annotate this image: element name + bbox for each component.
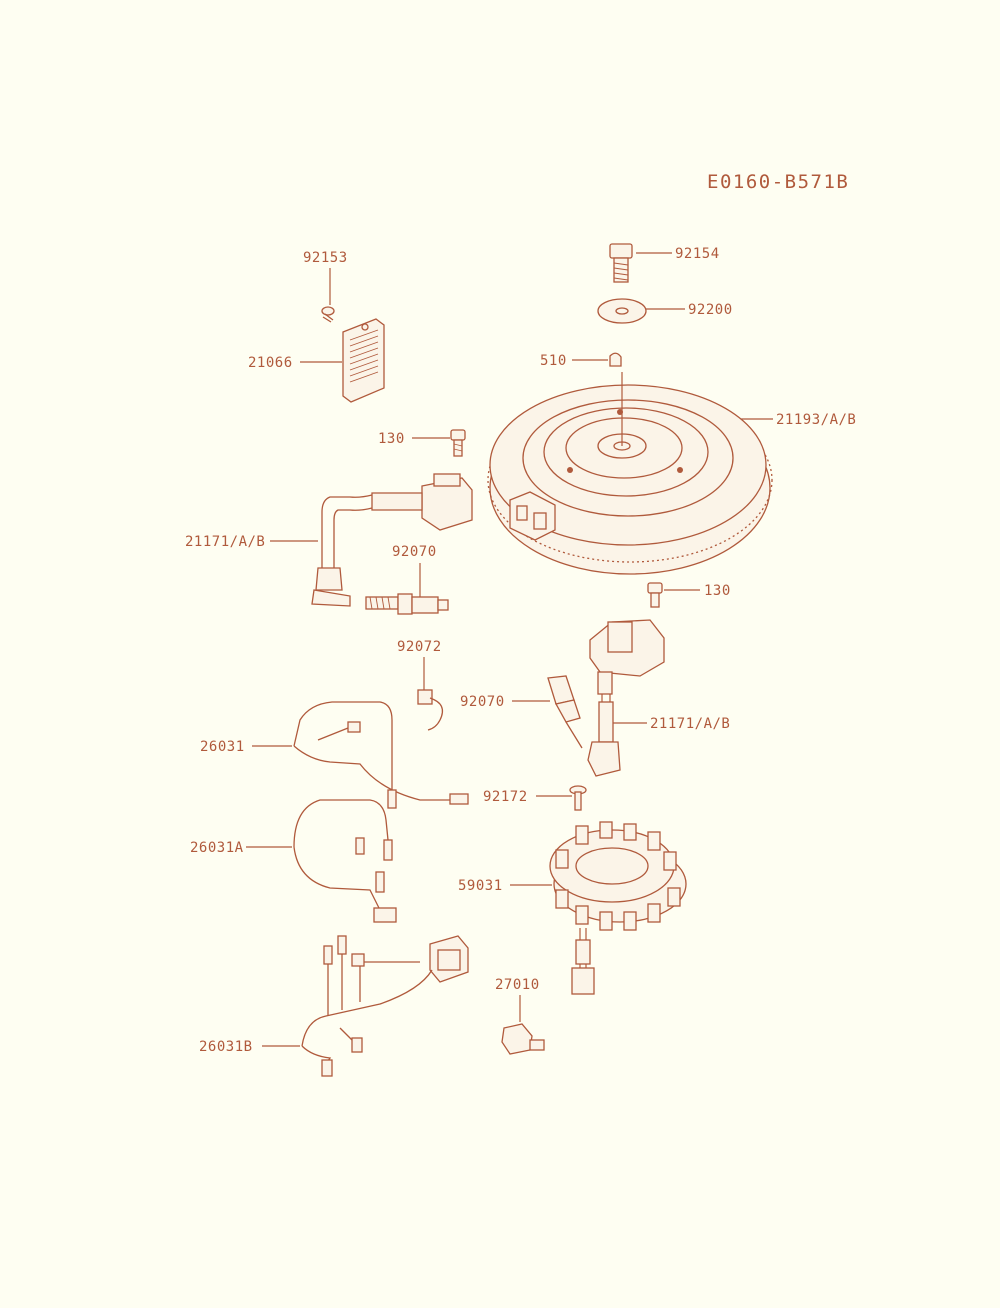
- screw-92153: [321, 306, 335, 323]
- part-label-21193[interactable]: 21193/A/B: [776, 412, 856, 428]
- part-label-26031A[interactable]: 26031A: [190, 840, 244, 856]
- diagram-code: E0160-B571B: [707, 171, 849, 193]
- stator-59031: [549, 821, 687, 995]
- flywheel-21193: [487, 372, 773, 575]
- part-label-21171-left[interactable]: 21171/A/B: [185, 534, 265, 550]
- bolt-92154: [609, 243, 633, 283]
- key-510: [609, 352, 622, 367]
- part-label-92072[interactable]: 92072: [397, 639, 442, 655]
- part-label-92153[interactable]: 92153: [303, 250, 348, 266]
- bolt-130-right: [647, 582, 663, 608]
- part-labels: 92153 21066 92154 92200 510 21193/A/B 13…: [185, 246, 856, 1055]
- part-label-130-top[interactable]: 130: [378, 431, 405, 447]
- screw-92172: [569, 785, 587, 811]
- part-label-21066[interactable]: 21066: [248, 355, 293, 371]
- harness-26031: [293, 701, 469, 809]
- leader-lines: [246, 252, 773, 1047]
- harness-26031A: [293, 799, 397, 923]
- part-label-92070-top[interactable]: 92070: [392, 544, 437, 560]
- bolt-130-top: [450, 429, 466, 457]
- part-label-26031B[interactable]: 26031B: [199, 1039, 253, 1055]
- regulator-21066: [342, 318, 385, 403]
- part-label-26031[interactable]: 26031: [200, 739, 245, 755]
- harness-26031B: [301, 935, 469, 1077]
- part-label-130-right[interactable]: 130: [704, 583, 731, 599]
- ignition-coil-21171-right: [587, 619, 665, 777]
- ignition-coil-21171-left: [311, 473, 473, 607]
- part-label-92154[interactable]: 92154: [675, 246, 720, 262]
- part-label-510[interactable]: 510: [540, 353, 567, 369]
- spark-plug-92070-right: [547, 675, 583, 749]
- clip-92072: [417, 689, 444, 731]
- part-label-92070-right[interactable]: 92070: [460, 694, 505, 710]
- part-label-59031[interactable]: 59031: [458, 878, 503, 894]
- switch-27010: [501, 1023, 545, 1055]
- part-label-92172[interactable]: 92172: [483, 789, 528, 805]
- spark-plug-92070-top: [365, 593, 449, 615]
- part-label-27010[interactable]: 27010: [495, 977, 540, 993]
- part-label-92200[interactable]: 92200: [688, 302, 733, 318]
- part-label-21171-right[interactable]: 21171/A/B: [650, 716, 730, 732]
- washer-92200: [597, 298, 647, 324]
